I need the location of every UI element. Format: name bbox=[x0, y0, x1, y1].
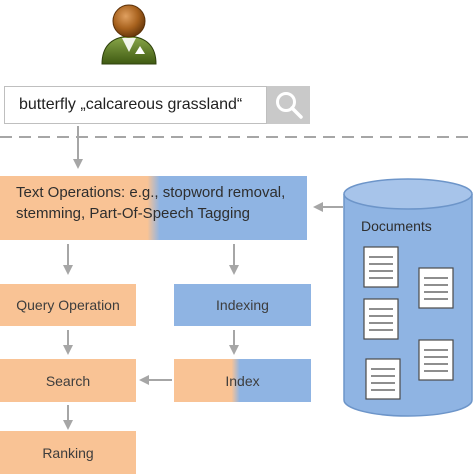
index-label: Index bbox=[225, 372, 260, 389]
user-avatar-icon bbox=[101, 4, 157, 65]
index-box: Index bbox=[174, 359, 311, 402]
document-icon bbox=[363, 246, 399, 288]
search-label: Search bbox=[45, 372, 91, 389]
magnifier-icon bbox=[275, 92, 303, 119]
search-input[interactable]: butterfly „calcareous grassland“ bbox=[4, 86, 267, 124]
ranking-label: Ranking bbox=[42, 444, 94, 461]
document-icon bbox=[365, 358, 401, 400]
indexing-label: Indexing bbox=[216, 297, 269, 313]
search-query-text: butterfly „calcareous grassland“ bbox=[19, 96, 243, 113]
documents-label: Documents bbox=[361, 218, 432, 234]
document-icons bbox=[363, 246, 454, 400]
query-operation-box: Query Operation bbox=[0, 284, 136, 326]
search-box: Search bbox=[0, 359, 136, 402]
document-icon bbox=[363, 298, 399, 340]
text-operations-box: Text Operations: e.g., stopword removal,… bbox=[0, 176, 307, 240]
document-icon bbox=[418, 339, 454, 381]
text-operations-line2: stemming, Part-Of-Speech Tagging bbox=[16, 205, 251, 222]
indexing-box: Indexing bbox=[174, 284, 311, 326]
document-icon bbox=[418, 267, 454, 309]
query-operation-label: Query Operation bbox=[16, 297, 120, 313]
documents-database bbox=[343, 178, 473, 417]
ranking-box: Ranking bbox=[0, 431, 136, 474]
search-button[interactable] bbox=[267, 86, 310, 124]
text-operations-line1: Text Operations: e.g., stopword removal, bbox=[16, 184, 286, 201]
